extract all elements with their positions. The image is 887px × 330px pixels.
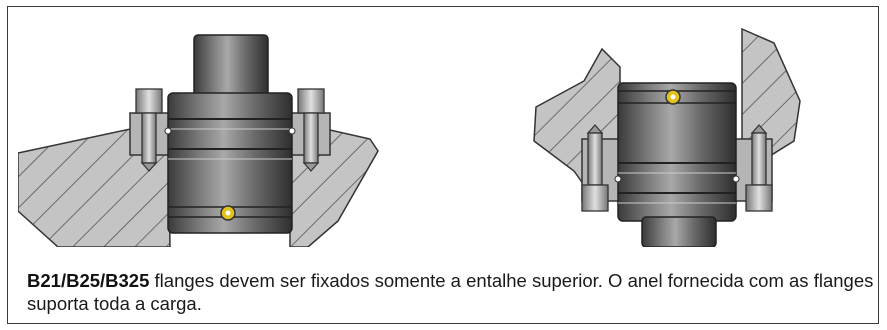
left-bolt-icon <box>581 124 609 212</box>
right-bolt-icon <box>297 88 325 172</box>
caption-text: flanges devem ser fixados somente a enta… <box>27 270 874 314</box>
right-bolt-icon <box>745 124 773 212</box>
left-assembly-drawing <box>18 34 379 247</box>
left-bolt-icon <box>135 88 163 172</box>
bottom-shaft <box>641 216 717 247</box>
figure-panel: B21/B25/B325 flanges devem ser fixados s… <box>7 6 879 324</box>
figure-caption: B21/B25/B325 flanges devem ser fixados s… <box>27 269 877 315</box>
right-assembly-drawing <box>533 27 801 247</box>
caption-models: B21/B25/B325 <box>27 270 150 291</box>
top-shaft <box>193 34 269 98</box>
main-body <box>167 92 293 234</box>
